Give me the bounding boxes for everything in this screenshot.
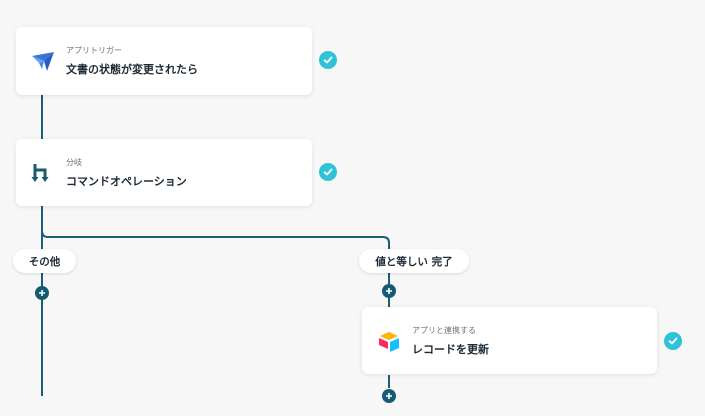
node-subtitle: アプリと連携する — [412, 326, 476, 335]
add-step-button[interactable] — [35, 286, 49, 300]
branch-node-card[interactable]: 分岐 コマンドオペレーション — [16, 139, 312, 206]
check-icon — [319, 51, 337, 69]
node-title: 文書の状態が変更されたら — [66, 63, 198, 76]
check-icon — [664, 332, 682, 350]
paper-plane-icon — [30, 49, 56, 75]
node-subtitle: アプリトリガー — [66, 46, 122, 55]
add-step-button[interactable] — [382, 284, 396, 298]
trigger-node-card[interactable]: アプリトリガー 文書の状態が変更されたら — [16, 27, 312, 95]
check-icon — [319, 163, 337, 181]
node-title: コマンドオペレーション — [66, 175, 187, 188]
branch-label-other[interactable]: その他 — [13, 249, 76, 273]
branch-label-equals-complete[interactable]: 値と等しい 完了 — [359, 249, 469, 273]
airtable-logo-icon — [376, 329, 402, 355]
app-action-node-card[interactable]: アプリと連携する レコードを更新 — [362, 307, 657, 374]
node-title: レコードを更新 — [412, 343, 489, 356]
branch-icon — [30, 161, 56, 187]
add-step-button[interactable] — [382, 389, 396, 403]
node-subtitle: 分岐 — [66, 158, 82, 167]
